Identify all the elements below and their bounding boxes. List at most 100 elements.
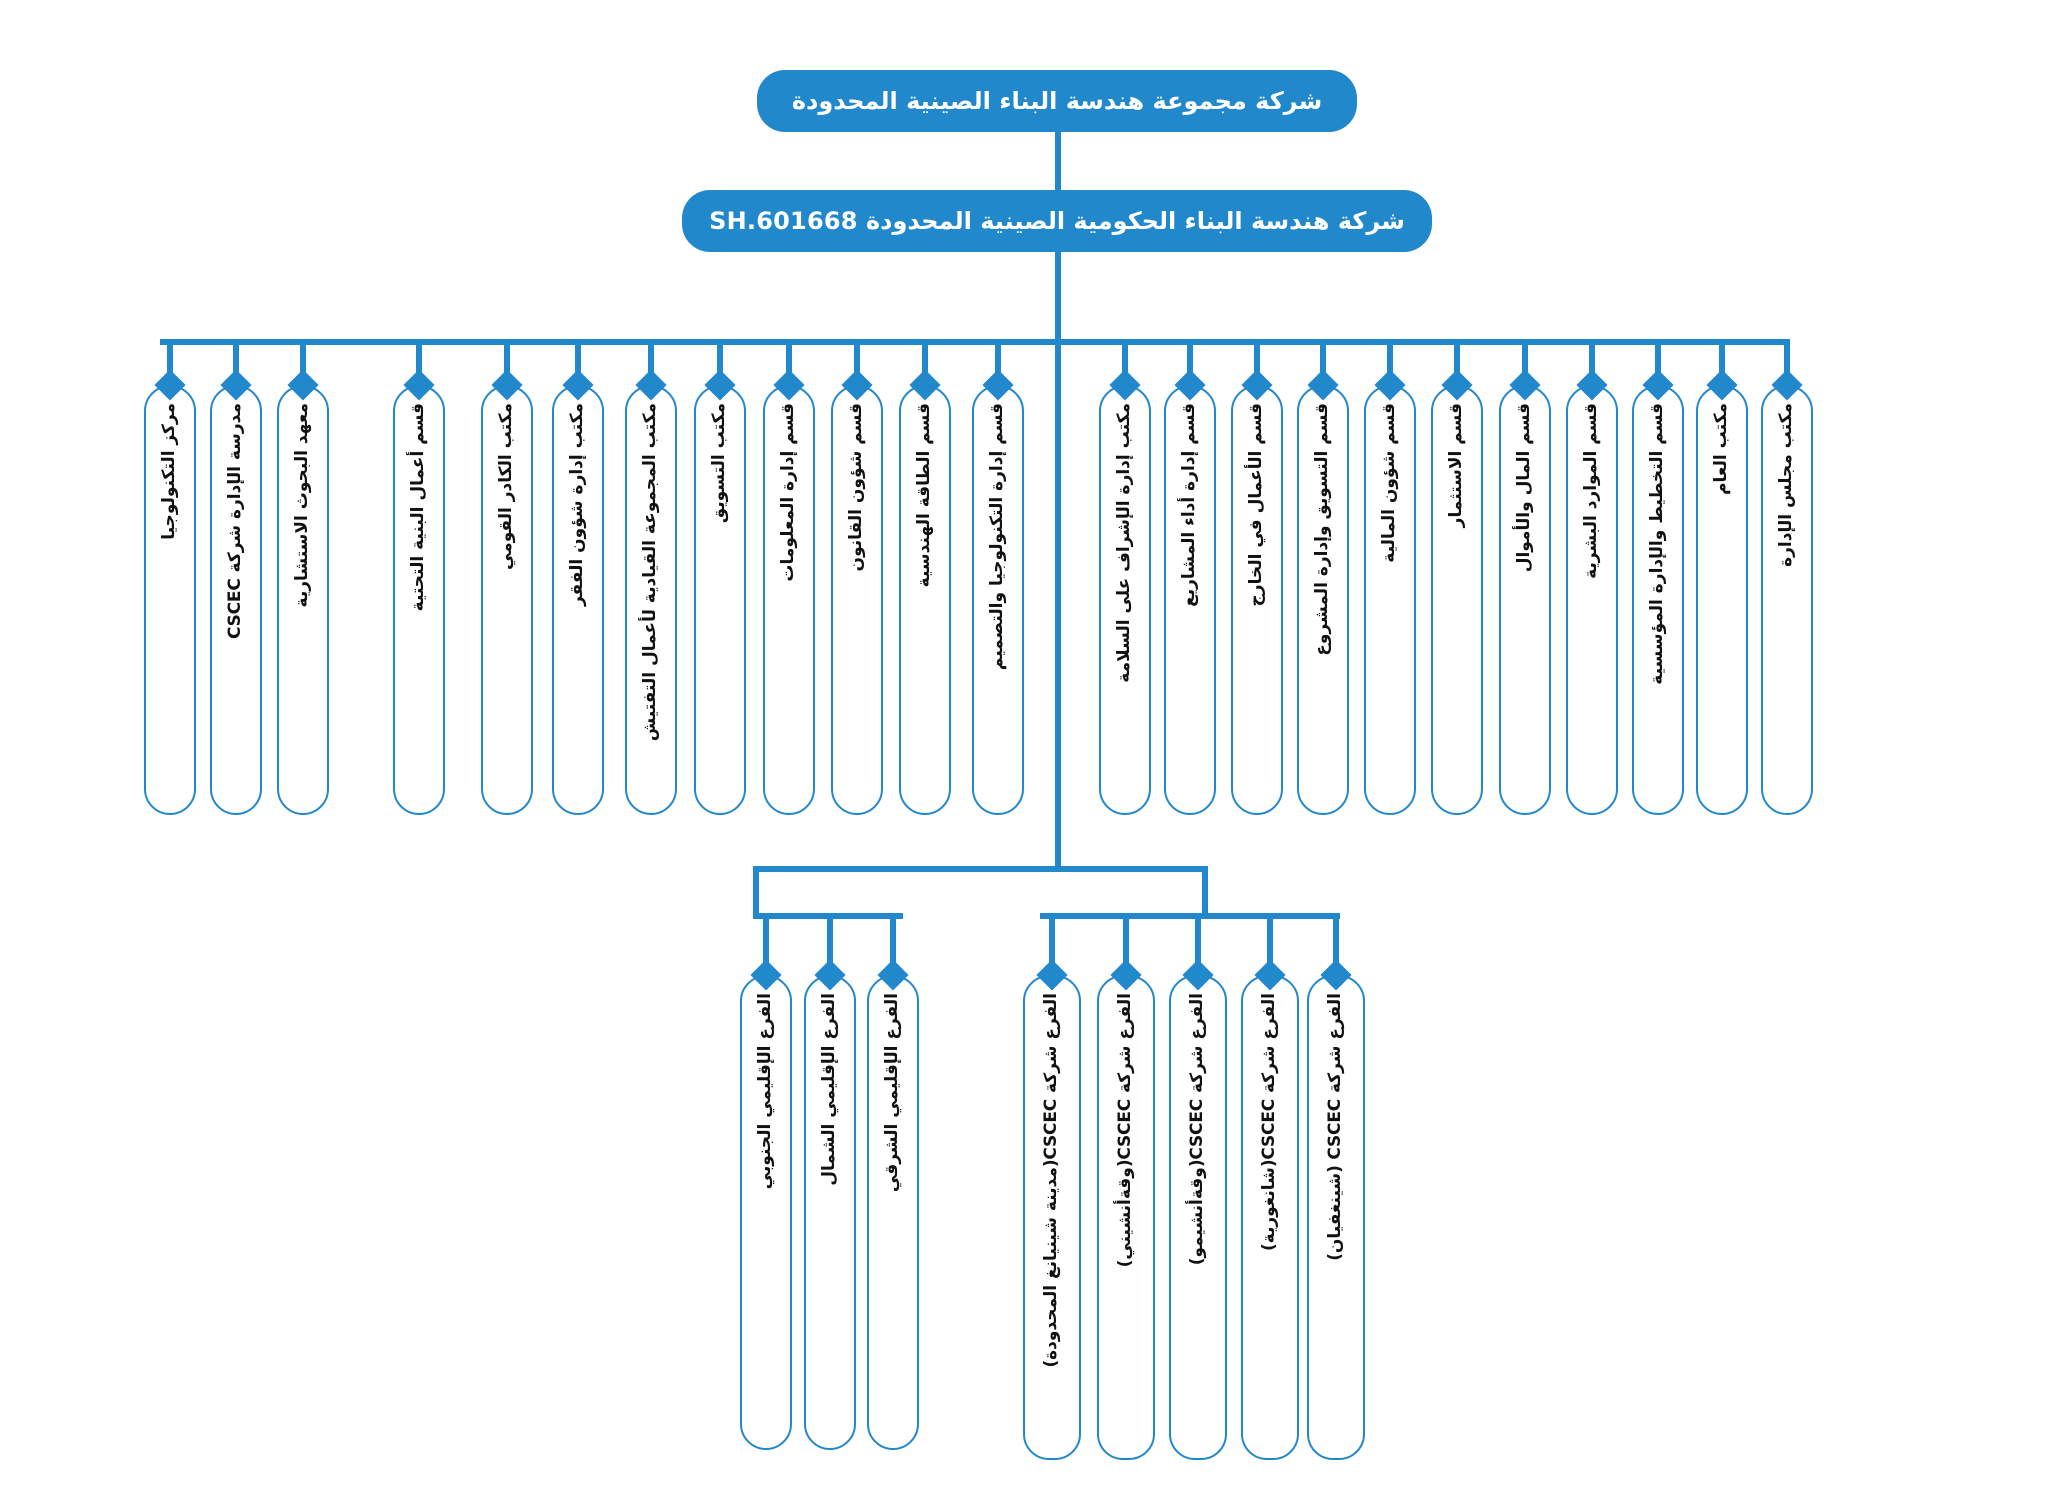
connector-stem bbox=[827, 913, 833, 981]
department-node-4[interactable]: قسم أعمال البنية التحتية bbox=[393, 385, 445, 815]
department-node-15[interactable]: قسم الأعمال في الخارج bbox=[1231, 385, 1283, 815]
connector-subsidiary-stem bbox=[1202, 866, 1208, 918]
department-node-1[interactable]: مركز التكنولوجيا bbox=[144, 385, 196, 815]
regional-branch-node-3[interactable]: الفرع الإقليمي الجنوبي bbox=[740, 975, 792, 1450]
connector-stem bbox=[1122, 339, 1128, 391]
node-label: مكتب المجموعة القيادية لأعمال التفتيش bbox=[640, 403, 661, 742]
connector-stem bbox=[786, 339, 792, 391]
node-text-holder: مدرسة الإدارة شركة CSCEC bbox=[212, 387, 260, 813]
connector-gov-trunk bbox=[1055, 252, 1061, 342]
connector-stem bbox=[416, 339, 422, 391]
department-node-20[interactable]: قسم الموارد البشرية bbox=[1566, 385, 1618, 815]
node-label: قسم المال والأموال bbox=[1514, 403, 1535, 573]
department-node-13[interactable]: مكتب إدارة الإشراف على السلامة bbox=[1099, 385, 1151, 815]
department-node-18[interactable]: قسم الاستثمار bbox=[1431, 385, 1483, 815]
node-text-holder: قسم أعمال البنية التحتية bbox=[395, 387, 443, 813]
connector-stem bbox=[1333, 913, 1339, 981]
department-bus bbox=[160, 339, 1790, 345]
node-label: قسم شؤون المالية bbox=[1379, 403, 1400, 563]
node-text-holder: الفرع شركة CSCEC (شينغفيان) bbox=[1309, 977, 1363, 1458]
node-label: قسم الطاقة الهندسية bbox=[914, 403, 935, 588]
department-node-10[interactable]: قسم شؤون القانون bbox=[831, 385, 883, 815]
department-node-11[interactable]: قسم الطاقة الهندسية bbox=[899, 385, 951, 815]
department-node-8[interactable]: مكتب التسويق bbox=[694, 385, 746, 815]
connector-stem bbox=[890, 913, 896, 981]
node-label: قسم الموارد البشرية bbox=[1581, 403, 1602, 579]
connector-stem bbox=[1454, 339, 1460, 391]
department-node-2[interactable]: مدرسة الإدارة شركة CSCEC bbox=[210, 385, 262, 815]
node-label: قسم إدارة المعلومات bbox=[778, 403, 799, 582]
node-label: الفرع شركة CSCEC(مدينة شينيانغ المحدودة) bbox=[1041, 993, 1062, 1368]
department-node-17[interactable]: قسم شؤون المالية bbox=[1364, 385, 1416, 815]
node-label: قسم أعمال البنية التحتية bbox=[408, 403, 429, 612]
connector-stem bbox=[300, 339, 306, 391]
subsidiary-node-2[interactable]: الفرع شركة CSCEC(وقةأنشيني) bbox=[1097, 975, 1155, 1460]
department-node-7[interactable]: مكتب المجموعة القيادية لأعمال التفتيش bbox=[625, 385, 677, 815]
department-node-16[interactable]: قسم التسويق وإدارة المشروع bbox=[1297, 385, 1349, 815]
subsidiary-bus bbox=[1040, 913, 1340, 919]
connector-stem bbox=[1267, 913, 1273, 981]
node-label: معهد البحوث الاستشارية bbox=[292, 403, 313, 608]
node-label: قسم شؤون القانون bbox=[846, 403, 867, 572]
node-text-holder: مركز التكنولوجيا bbox=[146, 387, 194, 813]
connector-stem bbox=[1784, 339, 1790, 391]
connector-stem bbox=[1254, 339, 1260, 391]
department-node-5[interactable]: مكتب الكادر القومي bbox=[481, 385, 533, 815]
node-text-holder: مكتب إدارة الإشراف على السلامة bbox=[1101, 387, 1149, 813]
node-text-holder: قسم إدارة التكنولوجيا والتصميم bbox=[974, 387, 1022, 813]
connector-stem bbox=[233, 339, 239, 391]
node-label: مكتب مجلس الإدارة bbox=[1776, 403, 1797, 567]
node-label: الفرع شركة CSCEC (شينغفيان) bbox=[1325, 993, 1346, 1261]
node-text-holder: الفرع شركة CSCEC(مدينة شينيانغ المحدودة) bbox=[1025, 977, 1079, 1458]
connector-stem bbox=[1719, 339, 1725, 391]
regional-branch-node-2[interactable]: الفرع الإقليمي الشمال bbox=[804, 975, 856, 1450]
connector-regional-stem bbox=[753, 866, 759, 918]
department-node-14[interactable]: قسم إدارة أداء المشاريع bbox=[1164, 385, 1216, 815]
node-text-holder: الفرع شركة CSCEC(وقةأنشيمو) bbox=[1171, 977, 1225, 1458]
connector-root-to-gov bbox=[1055, 132, 1061, 190]
node-label: مكتب العام bbox=[1711, 403, 1732, 495]
node-label: مكتب الكادر القومي bbox=[496, 403, 517, 571]
node-text-holder: مكتب التسويق bbox=[696, 387, 744, 813]
regional-branch-node-1[interactable]: الفرع الإقليمي الشرقي bbox=[867, 975, 919, 1450]
node-label: قسم الأعمال في الخارج bbox=[1246, 403, 1267, 607]
node-label: مكتب إدارة الإشراف على السلامة bbox=[1114, 403, 1135, 683]
subsidiary-node-5[interactable]: الفرع شركة CSCEC (شينغفيان) bbox=[1307, 975, 1365, 1460]
node-label: قسم إدارة أداء المشاريع bbox=[1179, 403, 1200, 607]
node-label: مكتب إدارة شؤون الفقر bbox=[567, 403, 588, 607]
department-node-3[interactable]: معهد البحوث الاستشارية bbox=[277, 385, 329, 815]
node-text-holder: قسم إدارة المعلومات bbox=[765, 387, 813, 813]
node-text-holder: قسم شؤون القانون bbox=[833, 387, 881, 813]
subsidiary-node-4[interactable]: الفرع شركة CSCEC(شانغورية) bbox=[1241, 975, 1299, 1460]
node-text-holder: الفرع الإقليمي الشمال bbox=[806, 977, 854, 1448]
root-company-box[interactable]: شركة مجموعة هندسة البناء الصينية المحدود… bbox=[757, 70, 1357, 132]
node-text-holder: قسم إدارة أداء المشاريع bbox=[1166, 387, 1214, 813]
connector-stem bbox=[995, 339, 1001, 391]
connector-gov-lower-trunk bbox=[1055, 339, 1061, 869]
node-text-holder: مكتب مجلس الإدارة bbox=[1763, 387, 1811, 813]
department-node-12[interactable]: قسم إدارة التكنولوجيا والتصميم bbox=[972, 385, 1024, 815]
connector-stem bbox=[575, 339, 581, 391]
department-node-6[interactable]: مكتب إدارة شؤون الفقر bbox=[552, 385, 604, 815]
department-node-23[interactable]: مكتب مجلس الإدارة bbox=[1761, 385, 1813, 815]
node-text-holder: قسم الاستثمار bbox=[1433, 387, 1481, 813]
department-node-9[interactable]: قسم إدارة المعلومات bbox=[763, 385, 815, 815]
node-label: قسم الاستثمار bbox=[1446, 403, 1467, 528]
node-label: مدرسة الإدارة شركة CSCEC bbox=[225, 403, 246, 639]
connector-stem bbox=[1049, 913, 1055, 981]
connector-stem bbox=[1522, 339, 1528, 391]
department-node-19[interactable]: قسم المال والأموال bbox=[1499, 385, 1551, 815]
node-text-holder: قسم المال والأموال bbox=[1501, 387, 1549, 813]
node-label: قسم التسويق وإدارة المشروع bbox=[1312, 403, 1333, 656]
department-node-21[interactable]: قسم التخطيط والإدارة المؤسسية bbox=[1632, 385, 1684, 815]
node-text-holder: قسم شؤون المالية bbox=[1366, 387, 1414, 813]
subsidiary-node-3[interactable]: الفرع شركة CSCEC(وقةأنشيمو) bbox=[1169, 975, 1227, 1460]
node-text-holder: قسم الطاقة الهندسية bbox=[901, 387, 949, 813]
department-node-22[interactable]: مكتب العام bbox=[1696, 385, 1748, 815]
government-company-box[interactable]: شركة هندسة البناء الحكومية الصينية المحد… bbox=[682, 190, 1432, 252]
node-text-holder: قسم الأعمال في الخارج bbox=[1233, 387, 1281, 813]
connector-stem bbox=[1320, 339, 1326, 391]
subsidiary-node-1[interactable]: الفرع شركة CSCEC(مدينة شينيانغ المحدودة) bbox=[1023, 975, 1081, 1460]
node-text-holder: مكتب المجموعة القيادية لأعمال التفتيش bbox=[627, 387, 675, 813]
